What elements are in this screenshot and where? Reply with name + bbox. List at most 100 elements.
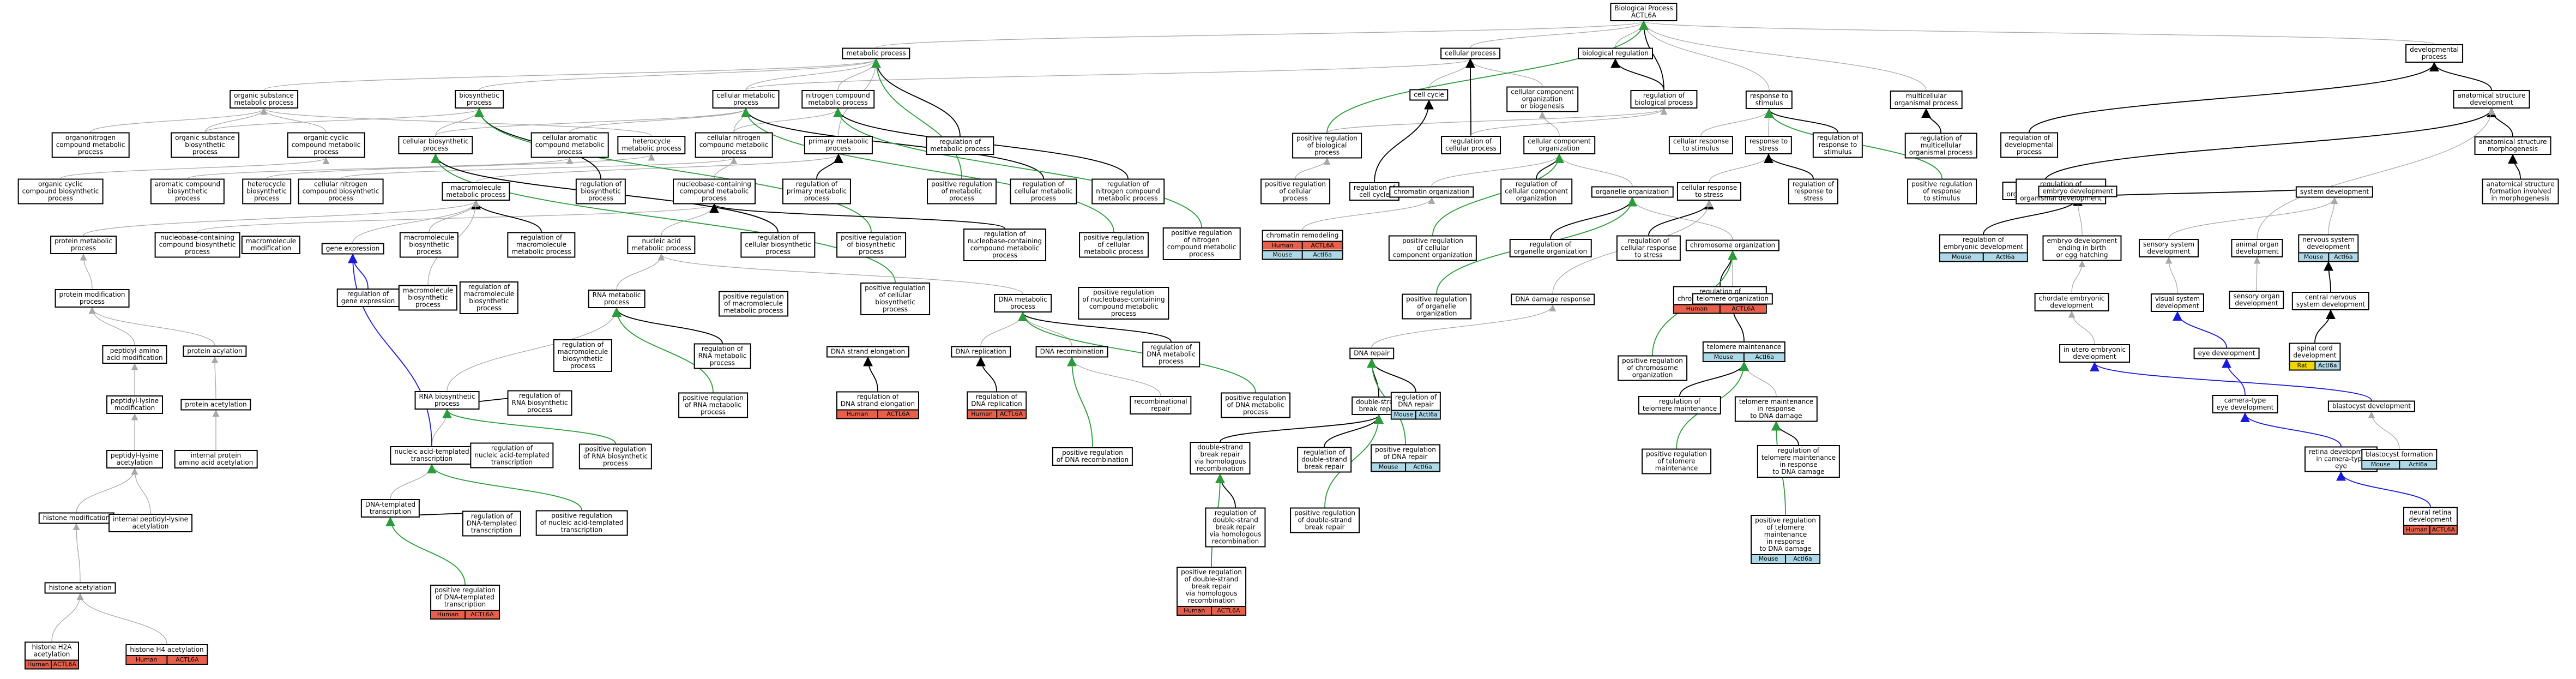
go-term-cell-cycle[interactable]: cell cycle [1409,89,1449,101]
go-term-cell-resp-stress[interactable]: cellular response to stress [1676,182,1742,201]
go-term-reg-cell-bio[interactable]: regulation of biosynthetic process [575,178,626,205]
go-term-reg-telomere-maint[interactable]: regulation of telomere maintenance [1638,396,1722,414]
go-term-cc-organization[interactable]: cellular component organization [1523,136,1595,154]
go-term-ds-break-hr[interactable]: double-strand break repair via homologou… [1190,442,1251,474]
go-term-dna-templated-tx[interactable]: DNA-templated transcription [360,499,420,518]
go-term-visual-dev[interactable]: visual system development [2150,293,2205,312]
go-term-bio-reg[interactable]: biological regulation [1578,47,1653,59]
go-term-resp-stim[interactable]: response to stimulus [1745,91,1793,109]
go-term-in-utero[interactable]: in utero embryonic development [2059,344,2130,363]
go-term-metabolic[interactable]: metabolic process [842,47,910,59]
go-term-recomb-repair[interactable]: recombinational repair [1130,396,1192,414]
go-term-anat-morph[interactable]: anatomical structure morphogenesis [2474,136,2551,155]
go-term-reg-macromol-bio[interactable]: regulation of macromolecule biosynthetic… [459,281,519,314]
go-term-reg-macromol-met[interactable]: regulation of macromolecule metabolic pr… [507,232,576,258]
go-term-reg-organelle-org[interactable]: regulation of organelle organization [1509,239,1592,257]
go-term-cell-arom[interactable]: cellular aromatic compound metabolic pro… [530,132,609,158]
go-term-dna-strand-elong[interactable]: DNA strand elongation [826,346,910,358]
go-term-pos-reg-cell-proc[interactable]: positive regulation of cellular process [1260,178,1330,205]
go-term-hetero-bio[interactable]: heterocycle biosynthetic process [242,178,291,205]
go-term-arom-bio[interactable]: aromatic compound biosynthetic process [150,178,225,205]
go-term-reg-cc-org[interactable]: regulation of cellular component organiz… [1500,178,1572,205]
go-term-animal-organ-dev[interactable]: animal organ development [2231,239,2283,257]
go-term-protein-met[interactable]: protein metabolic process [50,236,117,254]
go-term-macromol-bio[interactable]: macromolecule biosynthetic process [399,232,459,258]
go-term-nitrogen[interactable]: nitrogen compound metabolic process [801,90,874,109]
go-term-dna-replication[interactable]: DNA replication [951,346,1011,358]
go-term-sensory-dev[interactable]: sensory system development [2138,239,2199,257]
go-term-pos-reg-resp-stim[interactable]: positive regulation of response to stimu… [1907,178,1977,205]
go-term-reg-cell-biosyn[interactable]: regulation of cellular biosynthetic proc… [740,232,816,258]
go-term-pos-reg-nucleobase[interactable]: positive regulation of nucleobase-contai… [1078,287,1169,320]
go-term-org-sub[interactable]: organic substance metabolic process [230,90,298,109]
go-term-nucleobase-bio[interactable]: nucleobase-containing compound biosynthe… [154,232,240,258]
go-term-chromatin-org[interactable]: chromatin organization [1389,186,1474,198]
go-term-pos-reg-ds-break-hr[interactable]: positive regulation of double-strand bre… [1177,567,1246,616]
go-term-dna-met[interactable]: DNA metabolic process [994,294,1052,313]
go-term-sensory-organ-dev[interactable]: sensory organ development [2229,291,2284,309]
go-term-internal-peptidyl-lysine[interactable]: internal peptidyl-lysine acetylation [108,514,192,532]
go-term-macromol[interactable]: macromolecule metabolic process [442,182,510,201]
go-term-histone-acetyl[interactable]: histone acetylation [44,582,116,594]
go-term-pos-reg-cc-org[interactable]: positive regulation of cellular componen… [1388,235,1477,261]
go-term-reg-nucleobase[interactable]: regulation of nucleobase-containing comp… [963,229,1046,261]
go-term-nuc-templated-tx[interactable]: nucleic acid-templated transcription [390,446,474,465]
go-term-reg-bio[interactable]: regulation of biological process [1630,90,1698,109]
go-term-cell-nitro-bio[interactable]: cellular nitrogen compound biosynthetic … [298,178,384,205]
go-term-peptidyl-lysine-mod[interactable]: peptidyl-lysine modification [106,395,164,414]
go-term-reg-resp-stress[interactable]: regulation of response to stress [1788,178,1839,205]
go-term-cellular-process[interactable]: cellular process [1440,47,1500,59]
go-term-protein-mod[interactable]: protein modification process [55,289,130,308]
go-term-reg-dna-met[interactable]: regulation of DNA metabolic process [1142,341,1200,368]
go-term-camera-eye-dev[interactable]: camera-type eye development [2212,395,2278,413]
go-term-pos-reg-bio[interactable]: positive regulation of biological proces… [1292,133,1362,159]
go-term-anat-form[interactable]: anatomical structure formation involved … [2482,178,2559,205]
go-term-reg-cell-resp-stress[interactable]: regulation of cellular response to stres… [1616,235,1681,261]
go-term-pos-reg-organelle-org[interactable]: positive regulation of organelle organiz… [1402,293,1471,320]
go-term-pos-reg-rna-met[interactable]: positive regulation of RNA metabolic pro… [678,392,748,418]
go-term-reg-macromol-bio2[interactable]: regulation of macromolecule biosynthetic… [553,339,613,372]
go-term-rna-bio[interactable]: RNA biosynthetic process [414,391,480,410]
go-term-peptidyl-lysine-acetyl[interactable]: peptidyl-lysine acetylation [106,450,164,468]
go-term-reg-dna-templated-tx[interactable]: regulation of DNA-templated transcriptio… [462,510,522,537]
go-term-reg-met[interactable]: regulation of metabolic process [926,136,994,155]
go-term-protein-acetyl[interactable]: protein acetylation [180,399,251,411]
go-term-reg-dev[interactable]: regulation of developmental process [2000,132,2058,158]
go-term-embryo-dev-ending[interactable]: embryo development ending in birth or eg… [2042,235,2122,261]
go-term-org-cyclic[interactable]: organic cyclic compound metabolic proces… [287,132,365,158]
go-term-cell-biosyn[interactable]: cellular biosynthetic process [398,136,473,154]
go-term-reg-multi-org[interactable]: regulation of multicellular organismal p… [1904,133,1977,159]
go-term-peptidyl-amino[interactable]: peptidyl-amino acid modification [102,345,167,364]
go-term-dna-damage-resp[interactable]: DNA damage response [1511,293,1595,305]
go-term-cell-nitro[interactable]: cellular nitrogen compound metabolic pro… [695,132,773,158]
go-term-pos-reg-nuc-tx[interactable]: positive regulation of nucleic acid-temp… [535,510,628,536]
go-term-blastocyst-dev[interactable]: blastocyst development [2327,400,2416,412]
go-term-reg-rna-met[interactable]: regulation of RNA metabolic process [693,343,751,369]
go-term-dev-proc[interactable]: developmental process [2405,44,2463,63]
go-term-anat-dev[interactable]: anatomical structure development [2453,90,2530,109]
go-term-protein-acyl[interactable]: protein acylation [183,345,247,357]
go-term-prim-met[interactable]: primary metabolic process [804,136,873,154]
go-term-pos-reg-telomere-dmg[interactable]: positive regulation of telomere maintena… [1751,515,1820,564]
go-term-chromosome-org[interactable]: chromosome organization [1685,239,1780,251]
go-term-macromol-mod[interactable]: macromolecule modification [241,236,301,254]
go-term-cell-resp-stim[interactable]: cellular response to stimulus [1668,136,1734,154]
go-term-telomere-org[interactable]: telomere organization [1692,293,1773,305]
go-term-eye-dev[interactable]: eye development [2193,347,2260,359]
go-term-chordate-embryonic[interactable]: chordate embryonic development [2034,293,2109,311]
go-term-nucleobase[interactable]: nucleobase-containing compound metabolic… [673,178,756,205]
go-term-pos-reg-dna-recomb[interactable]: positive regulation of DNA recombination [1052,447,1133,466]
go-term-reg-rna-bio[interactable]: regulation of RNA biosynthetic process [507,390,572,416]
go-term-pos-reg-cell-met[interactable]: positive regulation of cellular metaboli… [1079,232,1149,258]
go-term-org-sub-bio[interactable]: organic substance biosynthetic process [171,132,239,158]
go-term-pos-reg-dna-tx[interactable]: positive regulation of DNA-templated tra… [430,585,500,620]
